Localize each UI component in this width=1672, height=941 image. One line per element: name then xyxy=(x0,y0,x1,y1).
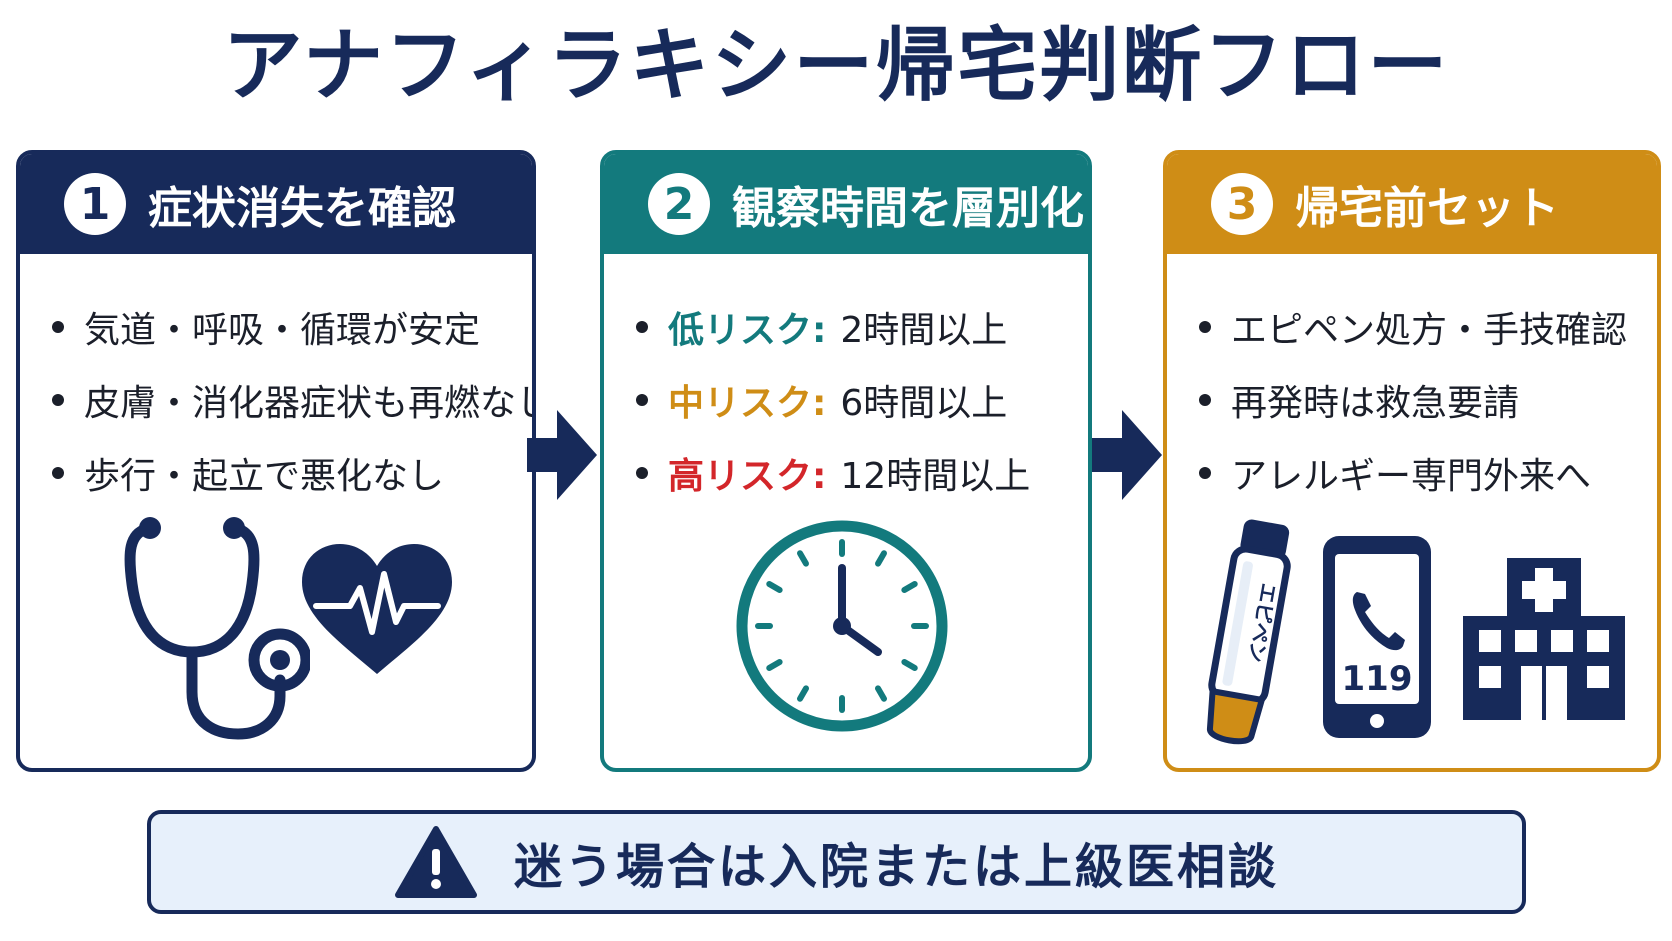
panel-1-list: 気道・呼吸・循環が安定 皮膚・消化器症状も再燃なし 歩行・起立で悪化なし xyxy=(20,254,532,509)
panel-1-header: 1 症状消失を確認 xyxy=(20,154,532,254)
panel-discharge-set: 3 帰宅前セット エピペン処方・手技確認 再発時は救急要請 アレルギー専門外来へ… xyxy=(1163,150,1661,772)
consultation-banner: 迷う場合は入院または上級医相談 xyxy=(147,810,1526,914)
panel-2-list: 低リスク:2時間以上 中リスク:6時間以上 高リスク:12時間以上 xyxy=(604,254,1088,509)
hospital-icon xyxy=(1463,558,1625,720)
flow-arrow-1 xyxy=(527,410,597,500)
list-item: エピペン処方・手技確認 xyxy=(1199,290,1657,363)
panel-3-title: 帰宅前セット xyxy=(1295,183,1559,234)
clock-icon xyxy=(736,520,948,732)
panel-symptom-check: 1 症状消失を確認 気道・呼吸・循環が安定 皮膚・消化器症状も再燃なし 歩行・起… xyxy=(16,150,536,772)
panel-observation-time: 2 観察時間を層別化 低リスク:2時間以上 中リスク:6時間以上 高リスク:12… xyxy=(600,150,1092,772)
stethoscope-icon xyxy=(124,517,310,740)
panel-3-list: エピペン処方・手技確認 再発時は救急要請 アレルギー専門外来へ xyxy=(1167,254,1657,509)
panel-2-title: 観察時間を層別化 xyxy=(732,183,1084,234)
panel-1-title: 症状消失を確認 xyxy=(148,183,456,234)
clock-tick xyxy=(766,581,783,593)
flow-arrow-2 xyxy=(1092,410,1162,500)
panel-3-header: 3 帰宅前セット xyxy=(1167,154,1657,254)
clock-tick xyxy=(797,685,809,702)
list-item-mid-risk: 中リスク:6時間以上 xyxy=(636,363,1088,436)
epipen-icon: エピペン xyxy=(1206,519,1291,745)
clock-tick xyxy=(901,659,918,671)
phone-icon: 119 xyxy=(1323,536,1431,738)
list-item: 歩行・起立で悪化なし xyxy=(52,436,532,509)
page-title: アナフィラキシー帰宅判断フロー xyxy=(222,19,1450,112)
clock-tick xyxy=(766,659,783,671)
step-number-1: 1 xyxy=(64,173,126,235)
clock-tick xyxy=(901,581,918,593)
list-item: 再発時は救急要請 xyxy=(1199,363,1657,436)
phone-number: 119 xyxy=(1342,659,1413,699)
panel-2-header: 2 観察時間を層別化 xyxy=(604,154,1088,254)
list-item-low-risk: 低リスク:2時間以上 xyxy=(636,290,1088,363)
list-item: 皮膚・消化器症状も再燃なし xyxy=(52,363,532,436)
clock-tick xyxy=(875,550,887,567)
step-number-2: 2 xyxy=(648,173,710,235)
list-item: 気道・呼吸・循環が安定 xyxy=(52,290,532,363)
clock-tick xyxy=(797,550,809,567)
banner-text: 迷う場合は入院または上級医相談 xyxy=(513,839,1279,895)
step-number-3: 3 xyxy=(1211,173,1273,235)
list-item-high-risk: 高リスク:12時間以上 xyxy=(636,436,1088,509)
clock-tick xyxy=(875,685,887,702)
heartbeat-icon xyxy=(302,544,452,674)
warning-icon xyxy=(394,826,477,898)
list-item: アレルギー専門外来へ xyxy=(1199,436,1657,509)
